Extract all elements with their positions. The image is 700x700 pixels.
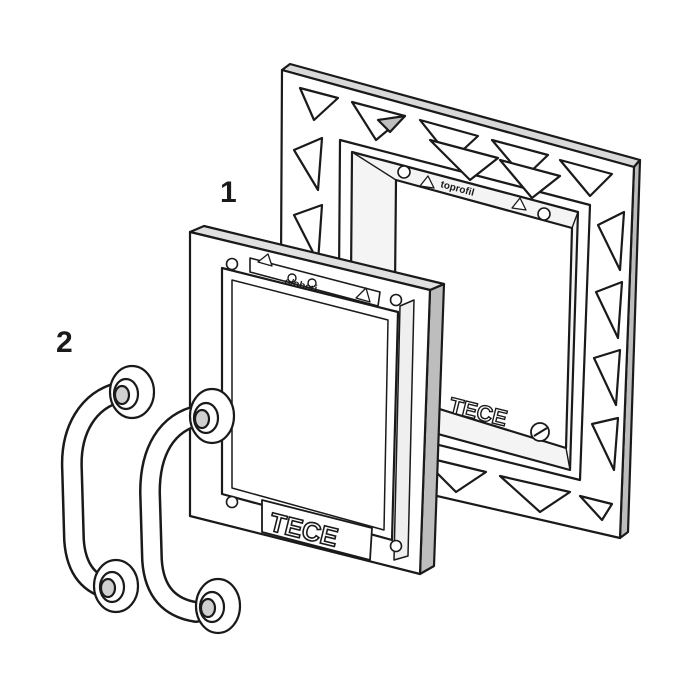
callout-2: 2: [56, 326, 73, 359]
handle-right: [139, 387, 242, 635]
callout-1: 1: [220, 176, 237, 209]
handle-left: [60, 364, 156, 614]
front-frame: [188, 224, 446, 576]
